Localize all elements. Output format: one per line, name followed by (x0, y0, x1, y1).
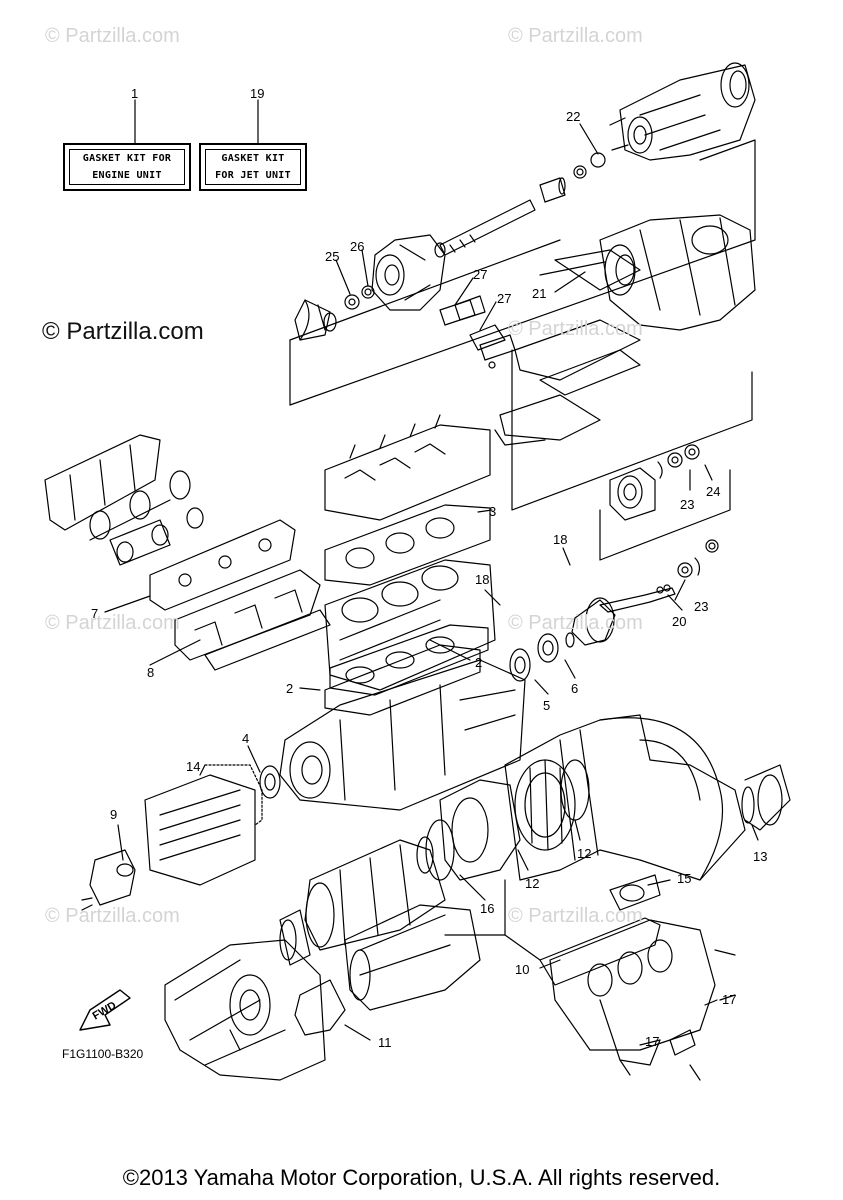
bearing-housing-part (609, 467, 656, 521)
callout-number: 8 (147, 665, 155, 680)
watermark: © Partzilla.com (45, 905, 180, 927)
carburetor-assembly (44, 434, 191, 541)
exhaust-gasket-part (539, 917, 661, 986)
callout-number: 26 (350, 239, 365, 254)
reed-valve-part (174, 569, 331, 671)
callout-number: 19 (250, 86, 265, 101)
callout-number: 27 (497, 291, 512, 306)
callout-number: 21 (532, 286, 547, 301)
jet-pump-assembly-outline (289, 139, 756, 406)
gasket-kit-jet-label: GASKET KIT FOR JET UNIT (199, 143, 307, 191)
kit-label-line: GASKET KIT (221, 153, 285, 164)
callout-number: 9 (110, 807, 118, 822)
exhaust-manifold-cover-part (549, 919, 716, 1066)
callout-number: 23 (680, 497, 695, 512)
watermark: © Partzilla.com (508, 25, 643, 47)
callout-number: 16 (480, 901, 495, 916)
callout-number: 17 (722, 992, 737, 1007)
callout-number: 12 (525, 876, 540, 891)
callout-number: 13 (753, 849, 768, 864)
diagram-reference: F1G1100-B320 (62, 1047, 144, 1061)
head-gasket-part (324, 504, 491, 586)
crankcase-part (279, 659, 526, 811)
watermark: © Partzilla.com (508, 612, 643, 634)
exhaust-chamber-part (504, 714, 746, 881)
impeller-part (294, 299, 337, 341)
callout-number: 4 (242, 731, 250, 746)
cylinder-block-part (324, 559, 496, 691)
callout-number: 2 (475, 655, 483, 670)
kit-label-line: GASKET KIT FOR (82, 153, 172, 164)
jet-nozzle-part (609, 62, 756, 161)
ride-plate-assembly (494, 214, 756, 446)
exhaust-plate-part (609, 874, 661, 911)
callout-number: 24 (706, 484, 721, 499)
callout-number: 3 (489, 504, 497, 519)
callout-number: 12 (577, 846, 592, 861)
watermark: © Partzilla.com (508, 905, 643, 927)
callout-number: 27 (473, 267, 488, 282)
kit-label-line: FOR JET UNIT (215, 170, 291, 181)
impeller-housing-part (371, 234, 446, 311)
callout-number: 18 (475, 572, 490, 587)
watermark-main: © Partzilla.com (42, 318, 204, 345)
callout-number: 15 (677, 871, 692, 886)
kit-label-line: ENGINE UNIT (92, 170, 162, 181)
callout-number: 2 (286, 681, 294, 696)
callout-number: 14 (186, 759, 201, 774)
manifold-gasket-part (149, 519, 296, 611)
exhaust-outlet-part (344, 904, 481, 1011)
outlet-gasket-part (294, 979, 346, 1036)
side-cover-part (144, 774, 256, 886)
watermark: © Partzilla.com (508, 318, 643, 340)
watermark: © Partzilla.com (45, 25, 180, 47)
exhaust-body-part (164, 939, 326, 1081)
callout-number: 10 (515, 962, 530, 977)
callout-number: 5 (543, 698, 551, 713)
callout-number: 1 (131, 86, 139, 101)
callout-number: 6 (571, 681, 579, 696)
watermark: © Partzilla.com (45, 612, 180, 634)
fwd-arrow (79, 989, 131, 1031)
callout-number: 23 (694, 599, 709, 614)
callout-number: 22 (566, 109, 581, 124)
copyright-text: ©2013 Yamaha Motor Corporation, U.S.A. A… (122, 1165, 721, 1190)
water-box-part (304, 839, 446, 951)
callout-number: 18 (553, 532, 568, 547)
callout-number: 25 (325, 249, 340, 264)
fitting-part (81, 849, 136, 911)
cylinder-head-part (324, 414, 491, 521)
gasket-kit-engine-label: GASKET KIT FOR ENGINE UNIT (63, 143, 191, 191)
callout-number: 11 (378, 1035, 392, 1050)
callout-number: 20 (672, 614, 687, 629)
exhaust-manifold-part (439, 779, 521, 881)
callout-number: 7 (91, 606, 99, 621)
callout-number: 17 (645, 1034, 660, 1049)
